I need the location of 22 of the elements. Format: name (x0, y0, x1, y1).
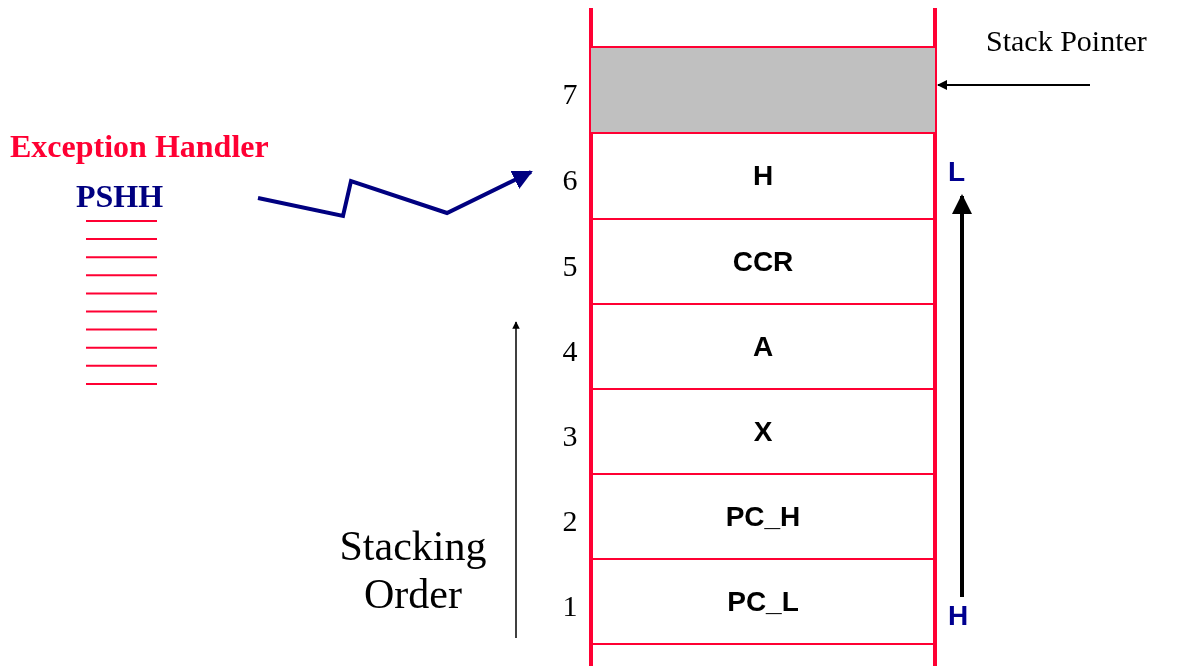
direction-label: Stacking Order (338, 522, 488, 619)
arrow (257, 170, 533, 219)
slot-number: 7 (561, 79, 579, 109)
register-name: PC_L (727, 585, 799, 618)
arrow (937, 80, 1091, 90)
stack-slot (591, 46, 935, 132)
heading-label: Exception Handler (10, 128, 269, 165)
order-label: H (948, 600, 969, 632)
register-name: X (753, 415, 773, 448)
register-name: H (752, 160, 774, 192)
slot-number: 2 (561, 505, 579, 536)
slot-number: 1 (561, 590, 579, 621)
slot-number: 3 (561, 420, 579, 451)
instruction-text: PSHH (76, 178, 180, 214)
register-name: A (752, 330, 774, 363)
register-name: PC_H (725, 500, 801, 533)
slot-number: 6 (561, 165, 579, 195)
slot-number: 5 (561, 250, 579, 281)
register-name: CCR (732, 245, 794, 278)
order-label: L (948, 156, 966, 188)
pointer-label: Stack Pointer (986, 24, 1188, 64)
slot-number: 4 (561, 335, 579, 366)
